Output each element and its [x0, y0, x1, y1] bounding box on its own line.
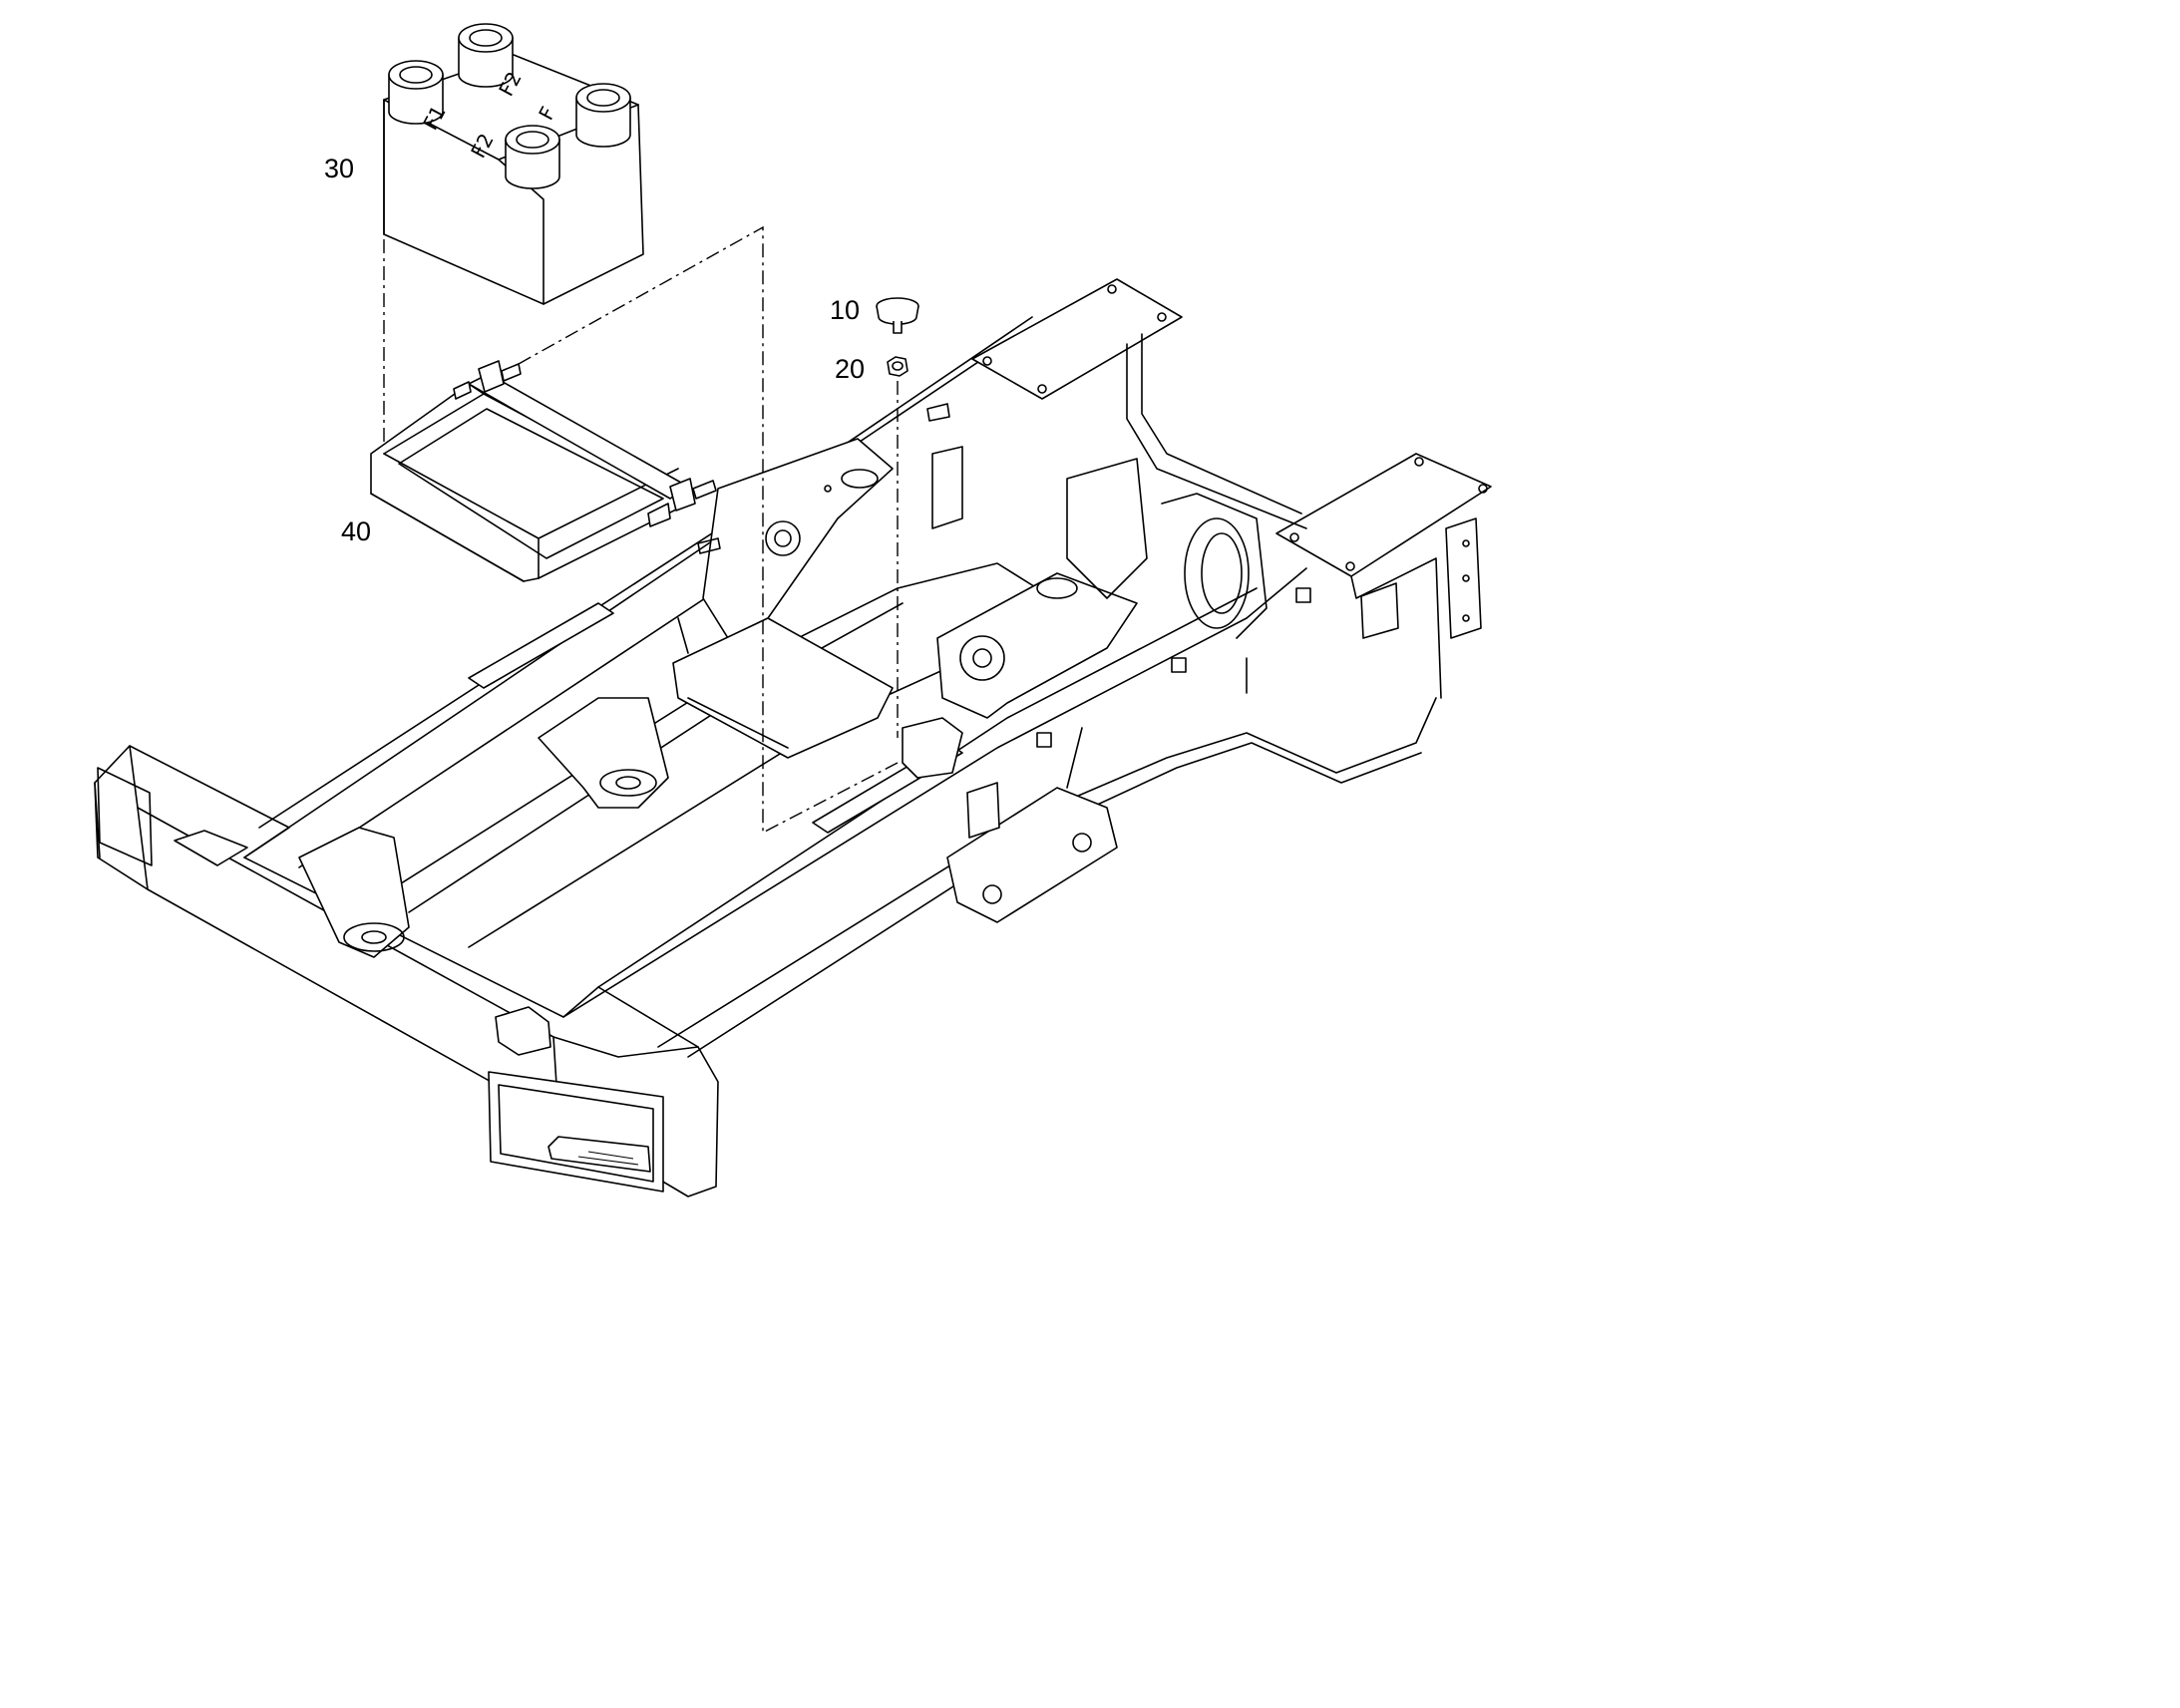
terminal-top — [458, 23, 514, 88]
assembly-center-lines — [383, 225, 899, 835]
callout-item-40: 40 — [341, 516, 372, 546]
terminal-front — [505, 125, 560, 189]
terminal-right — [575, 83, 631, 148]
callout-item-30: 30 — [324, 154, 355, 183]
nut — [887, 356, 908, 377]
terminal-left — [388, 60, 444, 125]
callout-item-20: 20 — [835, 354, 866, 384]
screw — [876, 297, 919, 334]
exploded-assembly-diagram: F1 F2 F2 F — [94, 23, 1492, 1197]
callout-item-10: 10 — [830, 295, 861, 325]
chassis-frame — [94, 278, 1492, 1197]
mounting-bracket — [370, 360, 717, 582]
fuse-block: F1 F2 F2 F — [383, 23, 644, 305]
